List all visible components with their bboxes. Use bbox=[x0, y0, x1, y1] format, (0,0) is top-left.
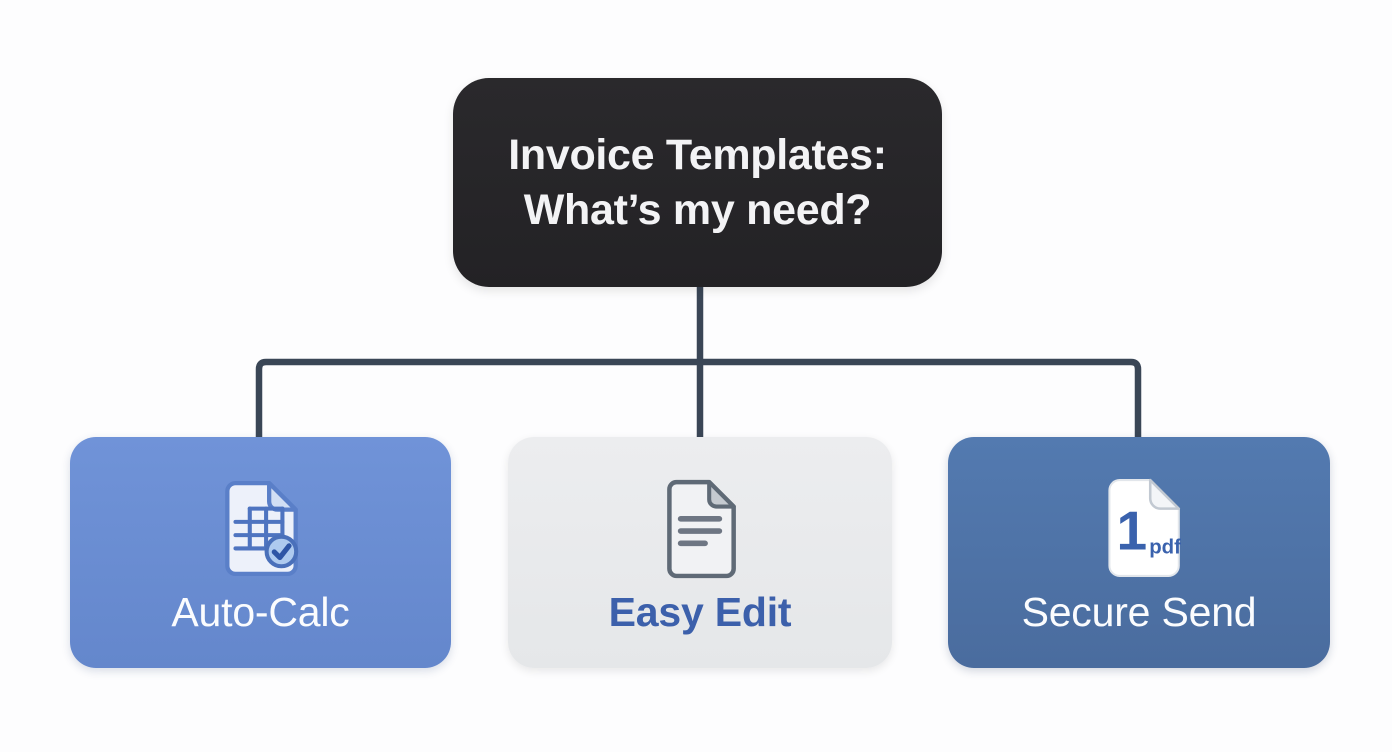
node-label-auto-calc: Auto-Calc bbox=[171, 589, 350, 635]
node-auto-calc: Auto-Calc bbox=[70, 437, 451, 668]
branch-connector bbox=[255, 358, 1142, 437]
root-title-line2: What’s my need? bbox=[523, 185, 872, 234]
node-easy-edit: Easy Edit bbox=[508, 437, 892, 668]
node-label-secure-send: Secure Send bbox=[1021, 589, 1257, 635]
node-secure-send: 1 pdf Secure Send bbox=[948, 437, 1330, 668]
pdf-ext-text: pdf bbox=[1149, 537, 1181, 559]
root-node-invoice-templates: Invoice Templates: What’s my need? bbox=[453, 78, 942, 287]
pdf-number-text: 1 bbox=[1117, 499, 1148, 561]
node-label-easy-edit: Easy Edit bbox=[608, 589, 792, 635]
spreadsheet-check-document-icon bbox=[224, 480, 298, 577]
root-title-line1: Invoice Templates: bbox=[508, 130, 887, 179]
pdf-document-icon: 1 pdf bbox=[1108, 478, 1181, 577]
text-document-icon bbox=[667, 479, 736, 579]
